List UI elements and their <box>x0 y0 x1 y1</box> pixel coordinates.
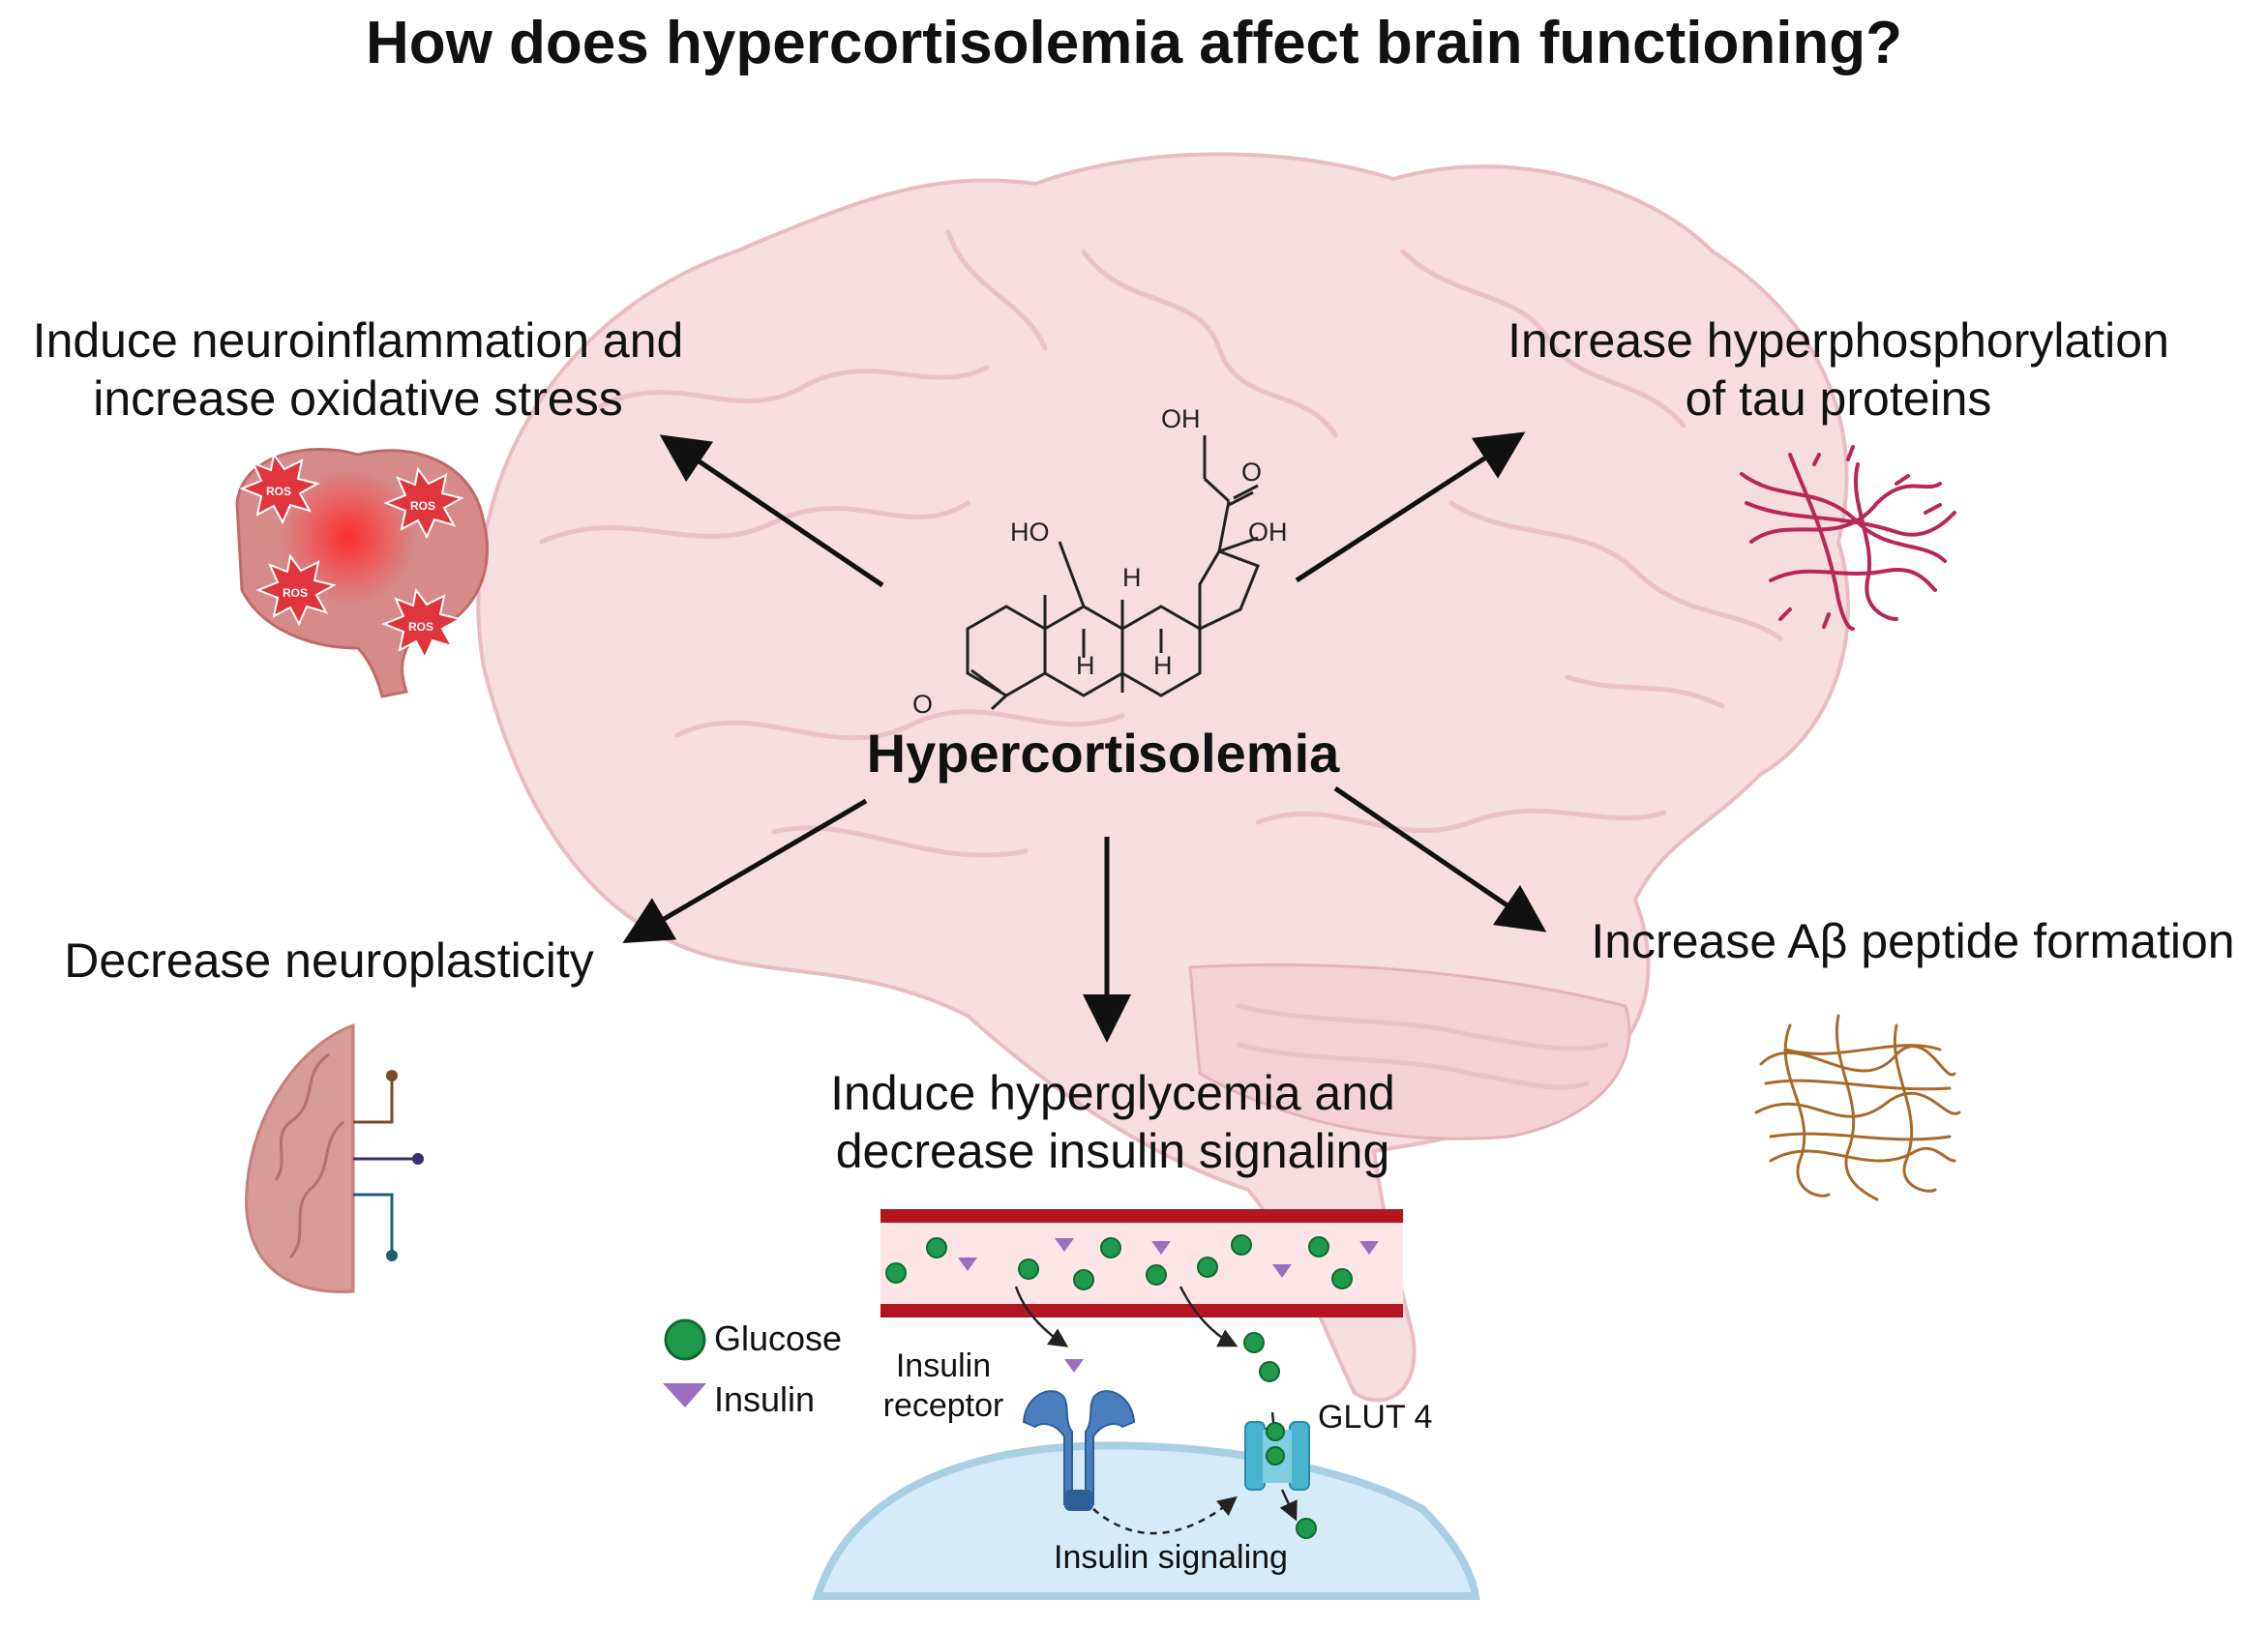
effect-arrows <box>622 431 1547 1043</box>
effect-neuroinflammation-line2: increase oxidative stress <box>93 371 623 426</box>
insulin-receptor-label-line2: receptor <box>882 1386 1004 1424</box>
effect-neuroinflammation: Induce neuroinflammation and increase ox… <box>0 311 716 428</box>
mol-oh-top: OH <box>1161 404 1201 433</box>
effect-tau-line2: of tau proteins <box>1685 371 1992 426</box>
effect-tau: Increase hyperphosphorylation of tau pro… <box>1471 311 2206 428</box>
ros-label-2: ROS <box>410 499 435 513</box>
legend-glucose-symbol <box>664 1318 706 1361</box>
mol-o-ketone: O <box>1241 458 1262 487</box>
glut4-label: GLUT 4 <box>1318 1399 1433 1436</box>
cortisol-molecule <box>966 435 1260 711</box>
effect-neuroplasticity: Decrease neuroplasticity <box>64 933 594 988</box>
insulin-receptor-label-line1: Insulin <box>895 1347 992 1384</box>
mol-ho-left: HO <box>1010 518 1050 547</box>
ros-label-3: ROS <box>283 586 308 600</box>
neuroplasticity-brain-icon <box>245 1022 424 1293</box>
mol-o-bottom: O <box>912 690 933 719</box>
legend-insulin-symbol <box>663 1383 706 1407</box>
legend-symbols <box>663 1318 706 1407</box>
mol-h1: H <box>1122 563 1142 592</box>
ros-star-3 <box>255 553 337 627</box>
glut4-transporter-icon <box>1243 1332 1317 1539</box>
ros-label-4: ROS <box>408 620 433 634</box>
cortisol-molecule-atoms: OH O HO OH H H H O <box>912 404 1288 719</box>
effect-hyperglycemia-line1: Induce hyperglycemia and <box>830 1066 1395 1120</box>
abeta-aggregate-icon <box>1754 1014 1961 1201</box>
effect-neuroinflammation-line1: Induce neuroinflammation and <box>32 313 684 368</box>
ros-brain-icon: ROS ROS ROS ROS <box>235 448 489 698</box>
mol-h3: H <box>1153 651 1173 680</box>
vessel-glucose-dots <box>885 1234 1353 1290</box>
arrow-to-neuroinflammation <box>659 434 884 588</box>
figure-title: How does hypercortisolemia affect brain … <box>365 10 1903 76</box>
effect-tau-line1: Increase hyperphosphorylation <box>1507 313 2169 368</box>
center-label: Hypercortisolemia <box>866 723 1340 784</box>
effect-hyperglycemia-line2: decrease insulin signaling <box>835 1124 1390 1178</box>
cell <box>812 1441 1480 1600</box>
mol-oh-right: OH <box>1248 518 1288 547</box>
insulin-signaling-label: Insulin signaling <box>1054 1539 1288 1576</box>
arrow-to-neuroplasticity <box>622 798 868 944</box>
effect-hyperglycemia: Induce hyperglycemia and decrease insuli… <box>803 1064 1422 1180</box>
legend-insulin-label: Insulin <box>714 1379 816 1419</box>
blood-vessel <box>880 1209 1403 1317</box>
insulin-receptor-icon <box>1022 1359 1136 1511</box>
arrow-to-tau <box>1295 431 1526 583</box>
ros-star-2 <box>383 466 464 540</box>
insulin-receptor-label: Insulin receptor <box>851 1347 1035 1426</box>
tau-tangle-icon <box>1740 445 1956 631</box>
arrow-to-abeta <box>1333 785 1547 932</box>
effect-abeta: Increase Aβ peptide formation <box>1591 914 2235 968</box>
ros-label-1: ROS <box>266 485 291 498</box>
mol-h2: H <box>1076 651 1095 680</box>
legend-glucose-label: Glucose <box>714 1318 843 1358</box>
ros-star-4 <box>381 587 463 661</box>
ros-star-1 <box>239 452 320 525</box>
vessel-insulin-triangles <box>958 1238 1379 1278</box>
